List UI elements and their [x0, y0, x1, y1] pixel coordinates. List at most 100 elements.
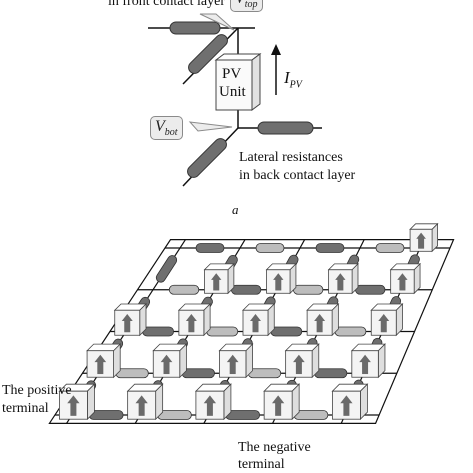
pv-arrow-head [250, 314, 261, 321]
pv-box [194, 383, 232, 421]
lateral-label-line1: Lateral resistances [239, 150, 343, 165]
pv-box [242, 303, 276, 337]
pv-box [218, 343, 254, 379]
resistor-light [206, 326, 239, 337]
pv-arrow-head [203, 395, 217, 404]
resistor-dark [230, 284, 262, 295]
pv-arrow-shaft [138, 402, 145, 416]
resistor-body [142, 326, 174, 337]
pv-arrow-shaft [213, 279, 220, 291]
current-arrow [271, 44, 281, 95]
pv-box [306, 303, 340, 337]
pv-arrow-head [416, 232, 426, 239]
pv-box [113, 303, 147, 337]
ipv-label: IPV [284, 68, 302, 93]
pv-arrow-shaft [399, 279, 406, 291]
pv-unit-label-line1: PV [222, 66, 242, 82]
resistor-body [293, 284, 324, 295]
pv-box [389, 262, 422, 295]
pv-arrow-shaft [70, 402, 77, 416]
resistor-body [230, 284, 262, 295]
pv-arrow-shaft [418, 238, 425, 249]
resistor-light [247, 368, 282, 379]
vtop-sub: top [244, 0, 258, 11]
resistor-light [334, 326, 367, 337]
pv-arrow-shaft [229, 361, 236, 375]
pv-box [58, 383, 96, 421]
pv-box [265, 262, 297, 295]
pv-arrow-shaft [343, 402, 350, 416]
pv-arrow-head [273, 273, 284, 280]
resistor-light [293, 284, 324, 295]
pv-arrow-head [335, 273, 346, 280]
vtop-callout: Vtop [230, 0, 263, 13]
resistor-body [115, 368, 149, 379]
pv-box [203, 262, 235, 295]
pv-arrow-head [359, 354, 371, 363]
vbot-sub: bot [164, 127, 178, 139]
pv-box [152, 343, 188, 379]
pv-box [284, 343, 320, 379]
negative-terminal-line1: The negative [238, 440, 311, 455]
front-resistor-diagonal [188, 34, 228, 74]
pv-arrow-shaft [97, 361, 104, 375]
resistor-dark [314, 368, 348, 379]
vbot-callout-pointer [188, 121, 233, 132]
grid-plane-outline [48, 239, 455, 424]
resistor-dark [181, 368, 215, 379]
pv-arrow-shaft [163, 361, 170, 375]
resistor-body [315, 243, 345, 253]
resistor-dark [195, 243, 225, 253]
pv-box [350, 343, 386, 379]
pv-arrow-shaft [316, 320, 323, 333]
resistor-body [334, 326, 367, 337]
vbot-callout: Vbot [150, 116, 183, 141]
pv-arrow-head [226, 354, 239, 363]
resistor-dark [355, 284, 386, 295]
positive-terminal-line2: terminal [2, 401, 49, 416]
resistor-dark [315, 243, 345, 253]
vtop-main: V [235, 0, 245, 7]
positive-terminal-line1: The positive [2, 383, 72, 398]
resistor-body [314, 368, 348, 379]
front-contact-label: in front contact layer [108, 0, 226, 9]
resistor-body [206, 326, 239, 337]
pv-box [177, 303, 212, 337]
pv-box [327, 262, 359, 295]
pv-arrow-head [211, 273, 222, 280]
pv-arrow-head [271, 395, 285, 404]
pv-arrow-shaft [295, 361, 302, 375]
pv-arrow-head [378, 314, 390, 321]
resistor-body [155, 255, 178, 283]
resistor-dark [142, 326, 174, 337]
pv-arrow-head [94, 354, 107, 363]
resistor-light [375, 243, 405, 253]
pv-box [331, 383, 369, 421]
pv-arrow-head [340, 395, 353, 404]
pv-arrow-head [67, 395, 80, 404]
pv-arrow-shaft [124, 320, 131, 333]
pv-unit-label-line2: Unit [219, 84, 246, 100]
pv-arrow-shaft [337, 279, 344, 291]
pv-arrow-shaft [380, 320, 387, 333]
resistor-light [168, 284, 200, 295]
pv-arrow-head [135, 395, 148, 404]
pv-box [126, 383, 164, 421]
pv-arrow-head [160, 354, 173, 363]
ipv-main: I [284, 68, 290, 87]
pv-arrow-head [185, 314, 197, 321]
resistor-dark [270, 326, 303, 337]
negative-terminal-line2: terminal [238, 457, 285, 472]
pv-arrow-shaft [275, 402, 282, 416]
caption: a [232, 202, 239, 217]
pv-arrow-shaft [252, 320, 259, 333]
pv-arrow-shaft [206, 402, 213, 416]
pv-arrow-shaft [188, 320, 195, 333]
pv-arrow-head [397, 273, 408, 280]
pv-unit-box [214, 53, 262, 111]
pv-box [86, 343, 122, 379]
resistor-light [255, 243, 285, 253]
pv-box [370, 303, 404, 337]
back-resistor-diagonal [187, 138, 227, 178]
